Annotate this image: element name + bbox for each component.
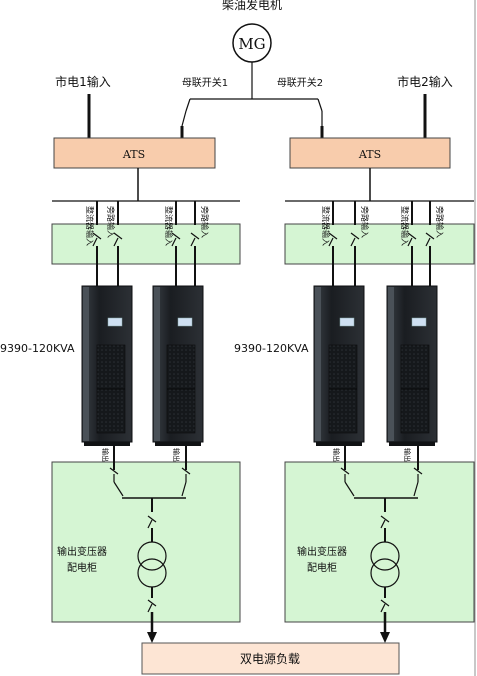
input-feeder-labels: 整流器输入 旁路输入 整流器输入 旁路输入 整流器输入 旁路输入 整流器输入 旁…: [85, 206, 445, 246]
bus-tie-switch-1: 母联开关1: [180, 76, 228, 138]
input-panel-left: [51, 223, 241, 265]
ups-cabinet-left-2: [152, 285, 204, 446]
ats-left-label: ATS: [122, 148, 145, 161]
bus-tie-switch-2-label: 母联开关2: [277, 76, 323, 89]
output-panel-left-line1: 输出变压器: [57, 545, 107, 558]
label-bypass-input-r2: 旁路输入: [435, 206, 445, 238]
label-rectifier-input-r2: 整流器输入: [400, 206, 410, 246]
label-rectifier-input-r1: 整流器输入: [321, 206, 331, 246]
input-panel-right: [284, 223, 475, 265]
dual-power-load-label: 双电源负载: [240, 652, 300, 666]
ups-model-right: 9390-120KVA: [234, 342, 309, 355]
utility-input-2-label: 市电2输入: [397, 74, 453, 89]
output-wiring-left: [109, 446, 191, 632]
bus-tie-switch-2: 母联开关2: [277, 76, 324, 138]
ats-right-label: ATS: [358, 148, 381, 161]
ups-model-left: 9390-120KVA: [0, 342, 75, 355]
input-feeders-right: [328, 201, 435, 286]
output-label-l2: 输出: [172, 448, 181, 462]
output-arrow-right: [380, 632, 390, 643]
label-rectifier-input-l1: 整流器输入: [85, 206, 95, 246]
ups-cabinet-right-1: [313, 285, 365, 446]
generator-symbol-label: MG: [238, 35, 265, 53]
bus-tie-switch-1-label: 母联开关1: [182, 76, 228, 89]
input-feeders-left: [92, 201, 200, 286]
ats-output-lines: [137, 168, 371, 201]
dual-power-load-box: [141, 642, 400, 675]
ats-left-box: [53, 137, 216, 169]
output-label-r1: 输出: [332, 448, 341, 462]
ups-output-labels: 输出 输出 输出 输出: [101, 448, 412, 462]
label-bypass-input-l2: 旁路输入: [200, 206, 210, 238]
label-rectifier-input-l2: 整流器输入: [164, 206, 174, 246]
ats-right-box: [289, 137, 451, 169]
label-bypass-input-l1: 旁路输入: [106, 206, 116, 238]
output-wiring-right: [340, 446, 423, 632]
output-panel-right-line1: 输出变压器: [297, 545, 347, 558]
output-panel-right: [284, 461, 475, 623]
output-panel-left: [51, 461, 241, 623]
label-bypass-input-r1: 旁路输入: [360, 206, 370, 238]
generator-feeders: [185, 62, 323, 112]
output-label-r2: 输出: [403, 448, 412, 462]
ups-cabinet-right-2: [386, 285, 438, 446]
output-panel-right-line2: 配电柜: [307, 561, 337, 574]
ups-cabinet-left-1: [81, 285, 133, 446]
generator-title: 柴油发电机: [222, 0, 282, 12]
output-label-l1: 输出: [101, 448, 110, 462]
output-panel-left-line2: 配电柜: [67, 561, 97, 574]
utility-input-1-label: 市电1输入: [55, 74, 111, 89]
output-arrow-left: [147, 632, 157, 643]
